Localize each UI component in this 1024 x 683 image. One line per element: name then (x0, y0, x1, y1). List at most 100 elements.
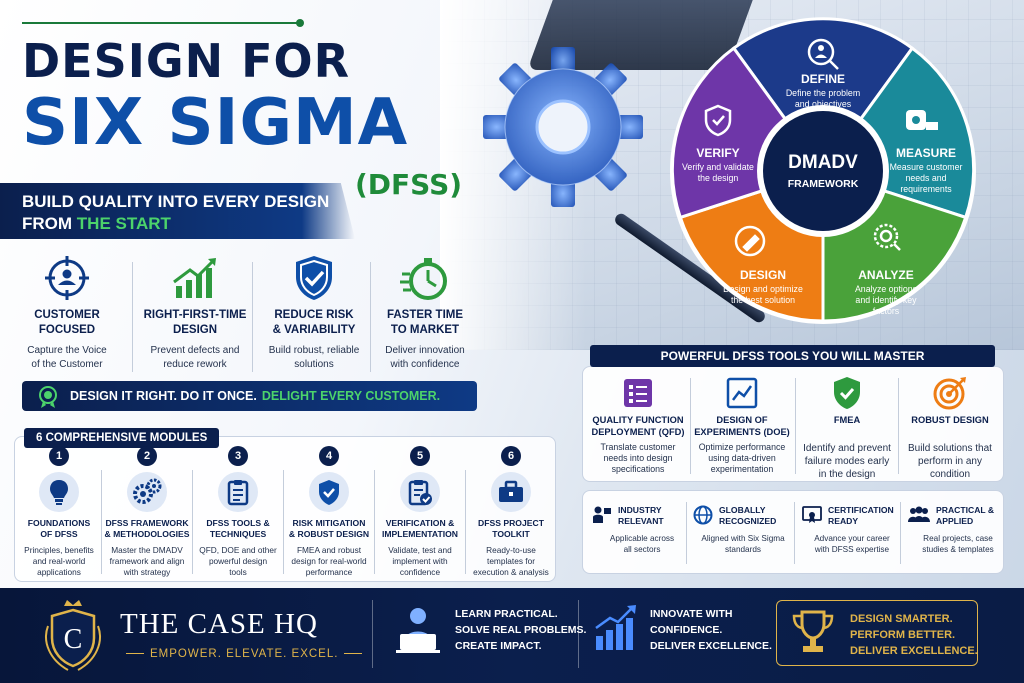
module-title: RISK MITIGATION& ROBUST DESIGN (288, 518, 370, 539)
gear-illustration-icon (483, 47, 643, 207)
certificate-icon (802, 506, 822, 523)
divider (192, 470, 193, 574)
brand-crest-icon: C (45, 600, 101, 671)
module-title: DFSS TOOLS &TECHNIQUES (206, 518, 270, 539)
header-rule (22, 22, 300, 24)
banner-line-2: FROM THE START (22, 213, 355, 235)
module-number: 1 (49, 446, 69, 466)
module-number: 6 (501, 446, 521, 466)
dmadv-wheel: DEFINE Define the problem and objectives… (668, 16, 978, 326)
phase-define: DEFINE Define the problem and objectives (785, 72, 861, 109)
banner-from: FROM (22, 214, 73, 233)
tagline-text: DESIGN IT RIGHT. DO IT ONCE. (70, 389, 257, 403)
footer-divider (578, 600, 579, 668)
badges-panel (582, 490, 1004, 574)
tools-panel (582, 366, 1004, 482)
badge-title: PRACTICAL &APPLIED (936, 505, 995, 526)
tool-title: ROBUST DESIGN (911, 415, 989, 425)
module-number: 5 (410, 446, 430, 466)
banner-line-1: BUILD QUALITY INTO EVERY DESIGN (22, 192, 330, 211)
phase-verify: VERIFY Verify and validate the design (682, 146, 754, 183)
presenter-icon (593, 506, 611, 523)
segment-define (731, 17, 915, 174)
line-chart-icon (692, 372, 792, 414)
clipboard-check-icon (376, 466, 464, 518)
header-rule-dot (296, 19, 304, 27)
title-acronym: (DFSS) (355, 168, 463, 201)
growth-bars-icon (595, 605, 636, 650)
title-line-1: DESIGN FOR (22, 34, 351, 88)
module-number: 2 (137, 446, 157, 466)
lightbulb-icon (15, 466, 103, 518)
tagline-bar: DESIGN IT RIGHT. DO IT ONCE. DELIGHT EVER… (22, 381, 477, 411)
benefit-title: REDUCE RISK& VARIABILITY (272, 309, 356, 336)
divider (252, 262, 253, 372)
shield-check-icon (255, 250, 373, 306)
divider (794, 502, 795, 564)
growth-chart-icon (136, 250, 254, 306)
divider (900, 502, 901, 564)
tape-measure-icon (906, 110, 938, 130)
phase-design: DESIGN Design and optimize the best solu… (723, 268, 803, 305)
divider (898, 378, 899, 474)
pencil-icon (734, 225, 766, 257)
divider (283, 470, 284, 574)
footer-divider (372, 600, 373, 668)
module-card: 5 VERIFICATION &IMPLEMENTATION Validate,… (376, 446, 464, 578)
module-title: VERIFICATION &IMPLEMENTATION (381, 518, 459, 539)
magnifier-person-icon (807, 38, 839, 70)
svg-text:C: C (64, 624, 83, 655)
benefit-reduce-risk: REDUCE RISK& VARIABILITY Build robust, r… (255, 250, 373, 372)
modules-label: 6 COMPREHENSIVE MODULES (24, 428, 220, 448)
gear-magnifier-icon (873, 223, 901, 251)
divider (690, 378, 691, 474)
module-number: 3 (228, 446, 248, 466)
laptop-learner-icon (396, 608, 440, 653)
tool-title: FMEA (833, 415, 861, 425)
module-card: 2 DFSS FRAMEWORK& METHODOLOGIES Master t… (103, 446, 191, 578)
shield-check-icon (797, 372, 897, 414)
phase-measure: MEASURE Measure customer needs and requi… (889, 146, 963, 194)
tagline-highlight: DELIGHT EVERY CUSTOMER. (261, 389, 441, 403)
divider (795, 378, 796, 474)
footer-callout-box (776, 600, 978, 666)
footer (0, 588, 1024, 683)
tools-title: POWERFUL DFSS TOOLS YOU WILL MASTER (590, 345, 995, 367)
subtitle-banner: BUILD QUALITY INTO EVERY DESIGN FROM THE… (0, 183, 355, 239)
divider (465, 470, 466, 574)
module-card: 4 RISK MITIGATION& ROBUST DESIGN FMEA an… (285, 446, 373, 578)
